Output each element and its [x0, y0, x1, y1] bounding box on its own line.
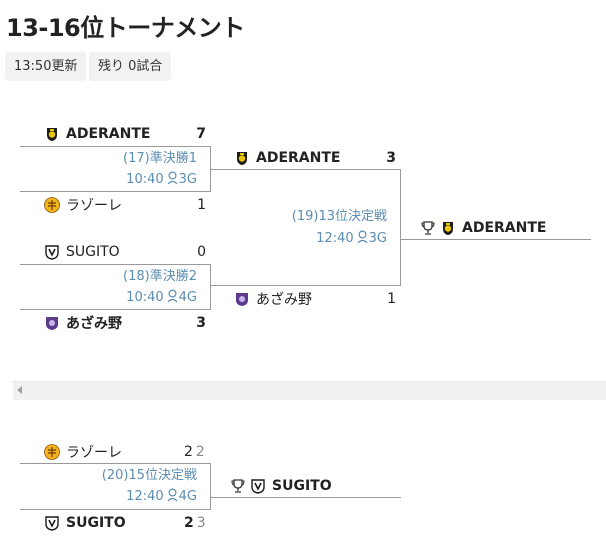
azamino-logo-icon: [44, 315, 60, 331]
team-row[interactable]: ラゾーレ: [44, 195, 122, 215]
match-time: 10:40: [126, 172, 164, 187]
bracket-line: [20, 509, 211, 510]
location-pin-icon: [167, 171, 178, 185]
team-score: 3: [196, 315, 206, 331]
team-row[interactable]: あざみ野: [234, 289, 312, 309]
aderante-logo-icon: [440, 220, 456, 236]
aderante-logo-icon: [234, 150, 250, 166]
winner-name: ADERANTE: [462, 220, 547, 236]
team-name: SUGITO: [66, 515, 126, 531]
team-row[interactable]: SUGITO: [44, 513, 126, 533]
aderante-logo-icon: [44, 126, 60, 142]
team-score: 1: [387, 291, 396, 307]
bracket-line: [210, 169, 401, 170]
bracket-line: [20, 309, 211, 310]
razore-logo-icon: [44, 197, 60, 213]
bracket-line: [400, 239, 591, 240]
bracket-line: [210, 285, 401, 286]
team-name: あざみ野: [66, 316, 122, 332]
location-pin-icon: [357, 230, 368, 244]
team-row[interactable]: ラゾーレ: [44, 442, 122, 462]
location-pin-icon: [167, 289, 178, 303]
match-time: 12:40: [316, 231, 354, 246]
team-name: ADERANTE: [66, 126, 151, 142]
match-court: 4G: [178, 489, 197, 504]
azamino-logo-icon: [234, 291, 250, 307]
bracket-line: [400, 169, 401, 286]
team-score: 2: [184, 444, 193, 460]
match-time-court: 10:40 4G: [90, 289, 197, 307]
match-label[interactable]: (19)13位決定戦: [291, 209, 387, 224]
match-label[interactable]: (17)準決勝1: [123, 151, 197, 166]
team-score: 2: [184, 515, 194, 531]
team-row[interactable]: あざみ野: [44, 313, 122, 333]
match-time-court: 10:40 3G: [90, 171, 197, 189]
team-name: ADERANTE: [256, 150, 341, 166]
pk-score: 3: [196, 515, 206, 531]
team-name: あざみ野: [256, 292, 312, 308]
winner-row[interactable]: ADERANTE: [420, 218, 546, 238]
team-score: 1: [197, 197, 206, 213]
match-time: 12:40: [126, 489, 164, 504]
trophy-icon: [420, 220, 436, 236]
match-court: 3G: [368, 231, 387, 246]
team-row[interactable]: SUGITO: [44, 242, 120, 262]
match-label[interactable]: (18)準決勝2: [123, 269, 197, 284]
bracket-line: [20, 264, 211, 265]
page-title: 13-16位トーナメント: [6, 14, 245, 42]
match-time: 10:40: [126, 290, 164, 305]
sugito-logo-icon: [44, 515, 60, 531]
team-score: 0: [197, 244, 206, 260]
match-time-court: 12:40 3G: [260, 230, 387, 248]
remaining-badge: 残り 0試合: [89, 52, 172, 81]
pk-score: 2: [195, 444, 205, 460]
bracket-line: [210, 463, 211, 510]
match-court: 3G: [178, 172, 197, 187]
updated-badge: 13:50更新: [5, 52, 87, 81]
match-court: 4G: [178, 290, 197, 305]
winner-name: SUGITO: [272, 478, 332, 494]
team-name: ラゾーレ: [66, 445, 122, 461]
trophy-icon: [230, 478, 246, 494]
razore-logo-icon: [44, 444, 60, 460]
bracket-line: [20, 191, 211, 192]
bracket-line: [20, 146, 211, 147]
winner-row[interactable]: SUGITO: [230, 476, 332, 496]
team-score: 7: [196, 126, 206, 142]
location-pin-icon: [167, 488, 178, 502]
team-name: SUGITO: [66, 244, 120, 260]
team-name: ラゾーレ: [66, 198, 122, 214]
team-row[interactable]: ADERANTE: [44, 124, 150, 144]
team-row[interactable]: ADERANTE: [234, 148, 340, 168]
match-time-court: 12:40 4G: [80, 488, 197, 506]
team-score: 3: [386, 150, 396, 166]
scroll-left-icon[interactable]: [17, 386, 22, 394]
sugito-logo-icon: [44, 244, 60, 260]
sugito-logo-icon: [250, 478, 266, 494]
bracket-line: [20, 463, 211, 464]
match-label[interactable]: (20)15位決定戦: [101, 468, 197, 483]
bracket-line: [210, 497, 401, 498]
horizontal-scrollbar[interactable]: [13, 381, 606, 400]
bracket-line: [210, 264, 211, 310]
